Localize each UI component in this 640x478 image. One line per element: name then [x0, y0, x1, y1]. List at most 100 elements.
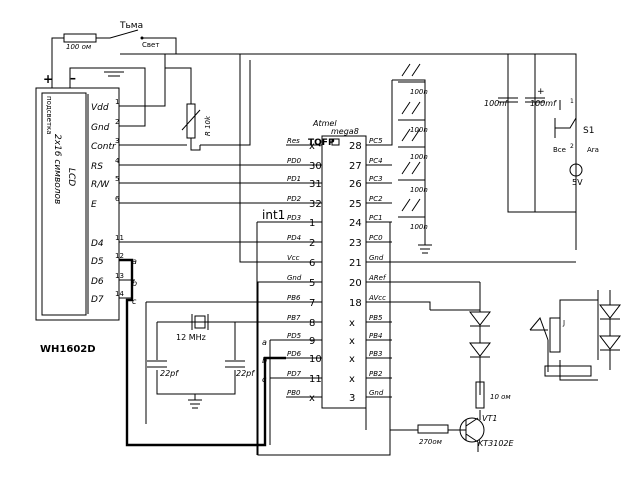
mcu-right-pin-name: PC5 — [369, 137, 383, 145]
lcd-module: подсветка 2x16 символов LCD + – WH1602D … — [35, 71, 124, 355]
light-label: Свет — [142, 41, 159, 49]
lcd-pin-label: R/W — [91, 180, 110, 190]
lcd-pin-label: D5 — [91, 257, 104, 267]
lcd-pin-number: 13 — [115, 272, 124, 280]
big-caps: 100nf 100mf + — [484, 87, 557, 108]
mcu-left-pin-number: 30 — [309, 161, 322, 172]
mcu-right-pin-number: x — [349, 354, 355, 365]
mcu-right-pin-name: AVcc — [368, 294, 386, 302]
lcd-pin-label: D7 — [91, 295, 104, 305]
mcu-right-pin-number: 25 — [349, 199, 362, 210]
mcu-maker-label: Atmel — [312, 119, 337, 128]
lcd-pin-number: 5 — [115, 175, 119, 183]
mcu-left-pin-number: 8 — [309, 318, 315, 329]
mcu-left-pin-name: PD7 — [287, 370, 302, 378]
wires — [51, 29, 599, 456]
transistor-vt1: VT1 KT3102E 10 ом 270ом — [419, 393, 514, 452]
mcu-left-pin-number: 9 — [309, 336, 315, 347]
crystal-label: 12 MHz — [176, 333, 206, 342]
mcu-right-pin-number: 3 — [349, 393, 355, 404]
mcu-right-pin-number: x — [349, 336, 355, 347]
lcd-pin-label: D6 — [91, 277, 104, 287]
led-array: J — [468, 290, 622, 377]
lcd-pin-label: E — [91, 200, 97, 210]
cap-100n-label: 100n — [410, 153, 428, 161]
mcu-left-pin-name: PB7 — [287, 314, 301, 322]
mcu-right-pin-name: PB3 — [369, 350, 382, 358]
mcu-right-pin-number: 20 — [349, 278, 362, 289]
mcu-right-pin-name: PC3 — [369, 175, 383, 183]
switch-s1: S1 1 2 Все Ara 5V — [553, 98, 599, 187]
bus-label-c-mcu: c — [262, 375, 267, 384]
lcd-pin-label: Gnd — [91, 123, 110, 133]
lcd-type-label: LCD — [66, 168, 76, 186]
lcd-pin-number: 2 — [115, 118, 119, 126]
mcu-right-pin-number: 21 — [349, 258, 362, 269]
lcd-outer-frame — [35, 87, 120, 321]
crystal-cap-2-label: 22pf — [236, 369, 255, 378]
base-resistor — [417, 424, 449, 434]
mcu-model-label: mega8 — [331, 127, 359, 136]
mcu-left-pin-number: 31 — [309, 179, 322, 190]
lcd-pin-label: Vdd — [91, 103, 109, 113]
mcu-right-pin-name: Gnd — [369, 254, 384, 262]
lcd-pin-label: Contr — [91, 142, 117, 152]
led-1 — [468, 311, 492, 326]
connector-j — [549, 317, 561, 353]
lcd-pin-number: 6 — [115, 195, 120, 203]
mcu-package-label: TQFP — [308, 138, 335, 148]
mcu-left-pin-name: PB6 — [287, 294, 301, 302]
mcu-left-pin-number: x — [309, 141, 315, 152]
backlight-resistor — [63, 33, 97, 43]
mcu-right-pin-name: PC1 — [369, 214, 383, 222]
mcu-left-pin-number: 5 — [309, 278, 315, 289]
mcu-left-pin-name: PD1 — [287, 175, 301, 183]
cap-100n-label: 100n — [410, 88, 428, 96]
mcu-left-pin-number: 2 — [309, 238, 315, 249]
switch-all-label: Все — [553, 146, 566, 154]
crystal-cap-1-label: 22pf — [160, 369, 179, 378]
mcu-left-pin-name: PB0 — [287, 389, 301, 397]
mcu-left-pin-name: PD5 — [287, 332, 302, 340]
mcu-left-pin-number: 11 — [309, 374, 322, 385]
lcd-pin-number: 12 — [115, 252, 124, 260]
led-2 — [468, 342, 492, 357]
decoupling-cap — [401, 101, 421, 115]
mcu-left-pin-number: 6 — [309, 258, 315, 269]
plug — [544, 365, 592, 377]
contrast-pot — [186, 103, 196, 139]
mcu-left-pin-name: Res — [287, 137, 300, 145]
switch-label: S1 — [583, 126, 594, 136]
mcu-right-pin-name: ARef — [368, 274, 387, 282]
transistor-model-label: KT3102E — [478, 439, 514, 448]
lcd-size-label: 2x16 символов — [52, 134, 62, 204]
mcu-right-pin-number: 28 — [349, 141, 362, 152]
mcu-right-pin-name: Gnd — [369, 389, 384, 397]
led-4 — [598, 335, 622, 350]
lcd-pin-label: RS — [91, 162, 103, 172]
decoupling-cap — [401, 63, 421, 77]
bus-label-c: c — [132, 297, 137, 306]
mcu-left-pin-name: Gnd — [287, 274, 302, 282]
cap-plus-label: + — [537, 87, 545, 97]
mcu-left-pin-name: PD0 — [287, 157, 302, 165]
mcu-right-pin-name: PC0 — [369, 234, 383, 242]
lcd-model-label: WH1602D — [40, 344, 96, 355]
lcd-minus-label: – — [70, 71, 76, 85]
connector-label: J — [562, 319, 565, 327]
mcu-right-pin-number: 26 — [349, 179, 362, 190]
r270-label: 270ом — [419, 438, 443, 446]
bus-label-a: a — [132, 257, 137, 266]
mcu-left-pin-name: PD6 — [287, 350, 302, 358]
mcu-right-pin-name: PB4 — [369, 332, 382, 340]
lcd-plus-label: + — [43, 72, 53, 86]
mcu-left-pin-number: x — [309, 393, 315, 404]
mcu-right-pin-number: x — [349, 374, 355, 385]
collector-resistor — [475, 381, 485, 409]
lcd-pin-label: D4 — [91, 239, 104, 249]
